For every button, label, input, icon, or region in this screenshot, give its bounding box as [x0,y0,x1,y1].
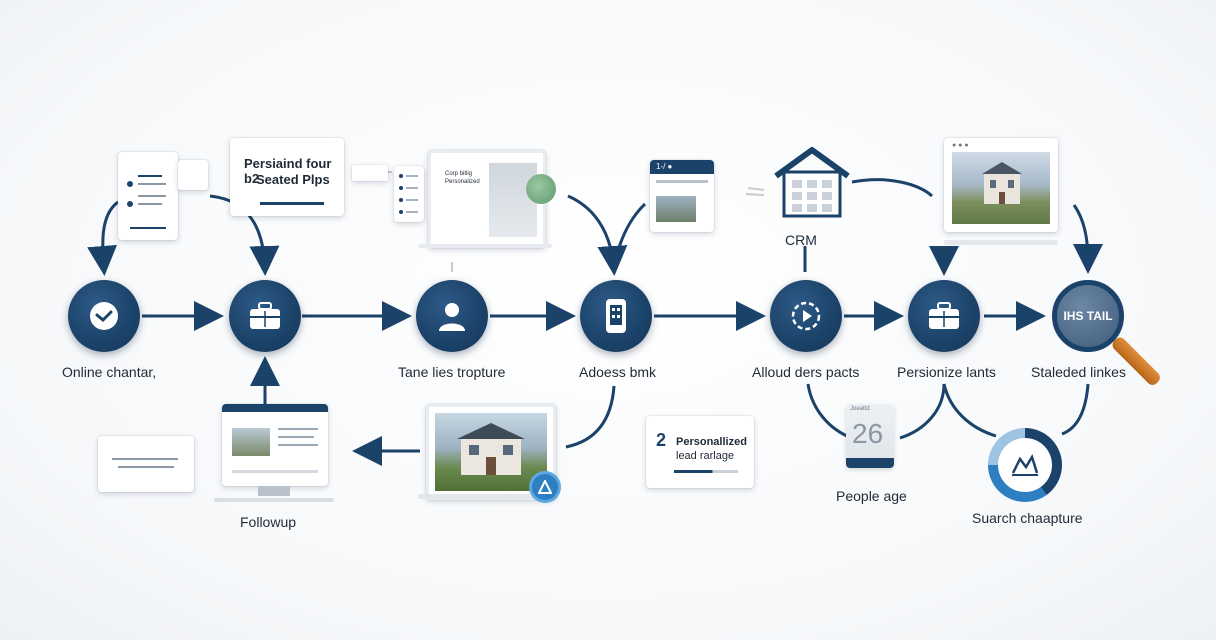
photo-shelf [944,240,1058,245]
badge-star-icon [532,474,558,500]
node-personalize[interactable] [908,280,980,352]
chat-check-icon [90,302,118,330]
personalized-lead-card: 2 Personallized lead rarlage [646,416,754,488]
node-magnifier[interactable]: IHS TAIL [1052,280,1124,352]
people-age-label: People age [836,488,907,504]
node-magnifier-label: Staleded linkes [1031,364,1126,380]
calendar-icon: Joeattd 26 [846,404,894,468]
lead-line2: lead rarlage [676,450,735,462]
curve-to-n4-right [614,202,647,263]
personalize-line1: Persiaind four b2 [244,156,332,186]
node-video[interactable] [770,280,842,352]
node-personalize-label: Persionize lants [897,364,996,380]
note-line [112,458,178,460]
crm-label: CRM [785,232,817,248]
tablet-small-line2: Personalized [445,179,480,185]
calendar-digits: 26 [852,418,884,449]
personalize-card: Persiaind four b2 Seated Plps [230,138,344,216]
plant-icon [526,174,556,204]
monitor-line [278,444,318,446]
magnifier-badge: IHS TAIL [1063,309,1113,323]
briefcase-icon [250,302,280,329]
personalize-line2: Seated Plps [256,172,330,187]
node-mobile-label: Adoess bmk [579,364,657,380]
search-capture-label: Suarch chaapture [972,510,1083,526]
phone-line [656,180,708,183]
node-profile[interactable] [416,280,488,352]
lead-progress [674,470,738,473]
curve-crm-right [851,178,934,198]
photo-house-image [952,152,1050,224]
light-connector-4 [745,193,765,196]
side-list-card [394,166,424,222]
tablet-house-base [418,494,558,499]
monitor-line [278,428,318,430]
monitor-bar [232,470,318,473]
list-dots-icon [399,174,418,214]
node-video-label: Alloud ders pacts [752,364,860,380]
crm-house-icon [770,146,854,220]
photo-header: ● ● ● [952,142,969,149]
tablet-small-line1: Corp bitlig [445,171,473,177]
node-mobile[interactable] [580,280,652,352]
tablet-small-image [489,163,537,237]
connector-chip [352,165,388,181]
tablet-house-photo [435,413,547,491]
chart-trend-icon [1011,453,1039,476]
curve-card-to-n2 [209,194,280,276]
document-card [118,152,178,240]
curve-to-n4-left [567,194,628,276]
tablet-small-base [418,244,552,248]
curve-n7-search [1061,383,1090,436]
monitor-stand [258,486,290,496]
monitor-line [278,436,314,438]
monitor-header [222,404,328,412]
lead-line1: Personallized [676,436,747,448]
note-card [98,436,194,492]
curve-n6-people [899,383,946,440]
tablet-small: Corp bitlig Personalized [428,150,546,248]
curve-n4-tablet [565,385,616,449]
calendar-tag: Joeattd [850,406,870,412]
curve-photo-n7 [1072,204,1103,274]
node-profile-label: Tane lies tropture [398,364,506,380]
phone-icon [606,299,626,333]
phone-house-photo [656,196,696,222]
curve-n6-search [942,383,997,438]
calendar-base [846,458,894,468]
followup-monitor [222,404,328,486]
followup-label: Followup [240,514,297,530]
node-briefcase[interactable] [229,280,301,352]
monitor-house-photo [232,428,270,456]
monitor-base [214,498,334,502]
document-lines-icon [127,175,166,229]
light-connector-3 [747,187,765,191]
play-cycle-icon [791,301,821,331]
phone-card: 1-/ ● [650,160,714,232]
mini-card [178,160,208,190]
ring-center [998,438,1052,492]
personalize-bar [260,202,324,205]
node-online-chat[interactable] [68,280,140,352]
briefcase-icon [929,302,959,329]
phone-header: 1-/ ● [650,160,714,174]
photo-card: ● ● ● [944,138,1058,232]
curve-doc-to-n1 [87,200,119,276]
node-online-chat-label: Online chantar, [62,364,157,380]
lead-number: 2 [656,430,667,450]
user-icon [439,303,465,331]
note-line [118,466,174,468]
search-capture-ring [988,428,1062,502]
